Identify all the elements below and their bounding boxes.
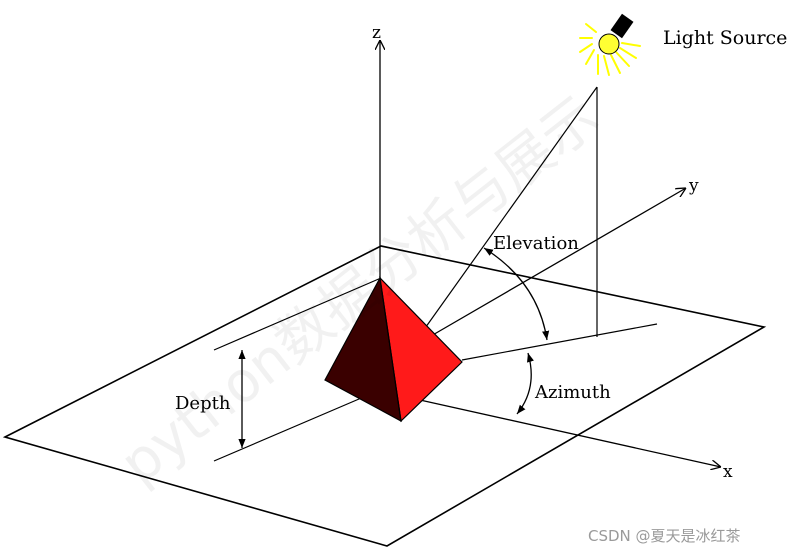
azimuth-label: Azimuth	[534, 382, 611, 403]
light-source-label: Light Source	[663, 27, 787, 49]
y-axis-label: y	[688, 176, 699, 196]
azimuth-arc	[516, 352, 534, 415]
x-axis	[419, 399, 721, 467]
light-ground-projection	[461, 323, 658, 361]
light-bulb-icon	[579, 13, 641, 76]
ground-plane	[2, 245, 767, 547]
z-axis-label: z	[372, 23, 381, 43]
y-axis	[430, 188, 686, 337]
footer-credit: CSDN @夏天是冰红茶	[588, 527, 741, 545]
elevation-label: Elevation	[493, 233, 579, 254]
depth-guide-bottom	[213, 395, 367, 462]
elevation-arc	[483, 247, 550, 341]
depth-label: Depth	[175, 393, 231, 414]
pyramid	[324, 276, 463, 423]
depth-guide-top	[213, 277, 382, 351]
light-ray	[417, 86, 598, 339]
watermark-overlay: python数据分析与展示	[109, 84, 612, 497]
x-axis-label: x	[723, 462, 733, 482]
